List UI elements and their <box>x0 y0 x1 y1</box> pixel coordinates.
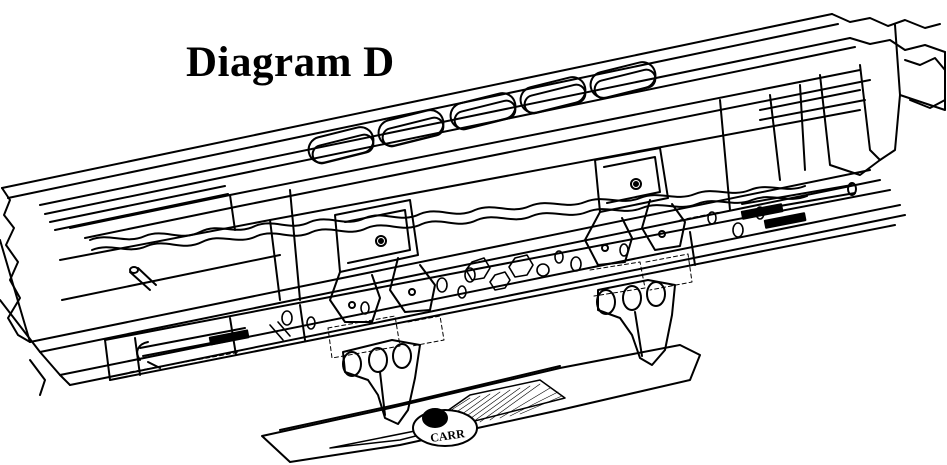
alignment-guides <box>129 211 721 373</box>
step-logo-text: CARR <box>429 426 466 445</box>
rocker-panel <box>0 13 946 396</box>
left-mount-bracket <box>329 199 436 323</box>
hinge-arms <box>342 279 676 425</box>
step-logo: CARR <box>412 408 478 447</box>
lower-rail <box>104 189 896 381</box>
diagram-title: Diagram D <box>186 39 395 86</box>
step-pad <box>261 344 701 463</box>
threaded-rods <box>136 182 857 369</box>
rubber-pads <box>307 61 657 165</box>
